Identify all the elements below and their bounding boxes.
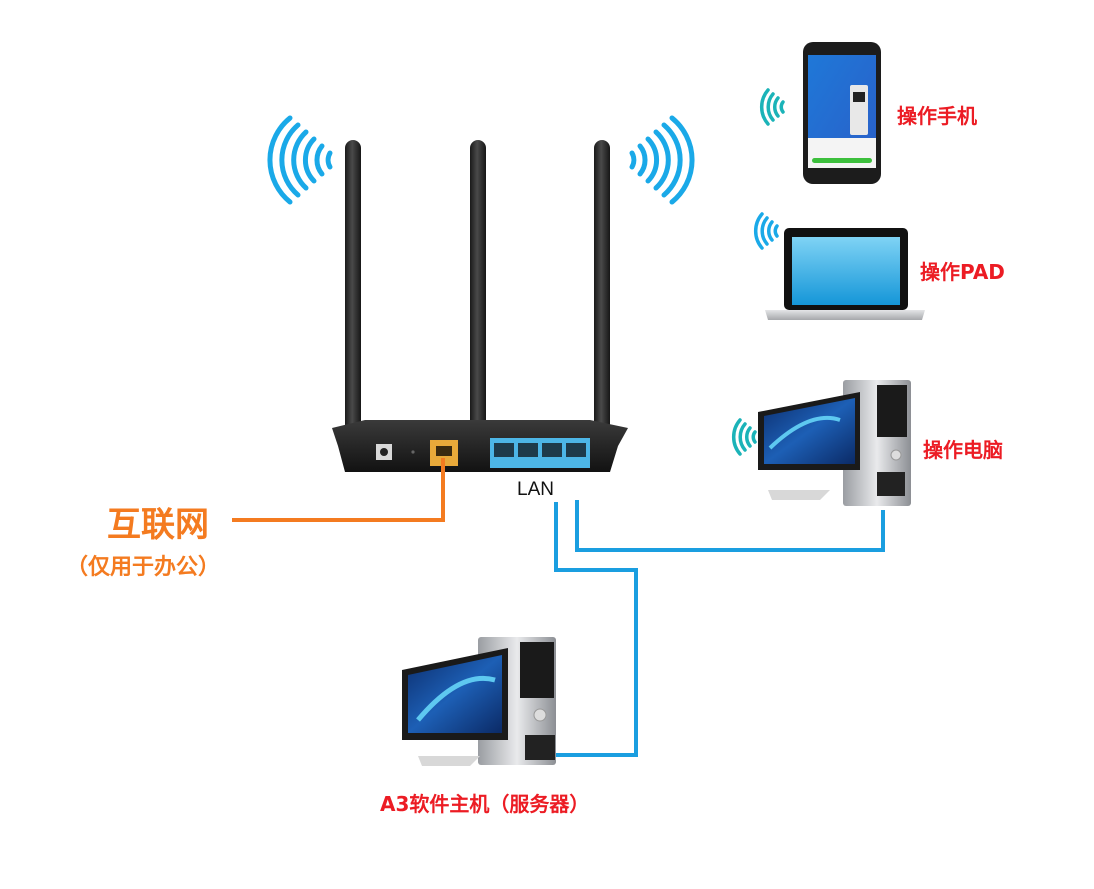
phone-label: 操作手机 xyxy=(897,104,977,128)
router-antenna-left xyxy=(345,140,361,440)
phone-device xyxy=(803,42,881,184)
lan-cable-to-pc xyxy=(575,500,885,552)
pc-device xyxy=(758,380,911,506)
pad-wifi-icon xyxy=(754,212,779,250)
lan-port-1 xyxy=(494,443,514,457)
router xyxy=(332,140,628,472)
internet-title: 互联网 xyxy=(107,505,209,545)
lan-label: LAN xyxy=(517,479,554,500)
pad-device xyxy=(765,228,925,320)
reset-button-icon xyxy=(411,450,415,454)
lan-port-4 xyxy=(566,443,586,457)
server-label: A3软件主机（服务器） xyxy=(380,792,590,816)
lan-port-2 xyxy=(518,443,538,457)
lan-cable-to-server xyxy=(545,502,638,757)
internet-subtitle: （仅用于办公） xyxy=(66,555,221,580)
phone-wifi-icon xyxy=(760,88,785,126)
pc-label: 操作电脑 xyxy=(923,438,1003,462)
server-device xyxy=(402,637,556,766)
router-antenna-right xyxy=(594,140,610,440)
router-wifi-left-icon xyxy=(267,115,333,205)
router-antenna-center xyxy=(470,140,486,440)
pad-label: 操作PAD xyxy=(920,260,1005,284)
lan-port-3 xyxy=(542,443,562,457)
wan-cable xyxy=(232,458,445,522)
router-wifi-right-icon xyxy=(629,115,695,205)
pc-wifi-icon xyxy=(732,418,757,456)
